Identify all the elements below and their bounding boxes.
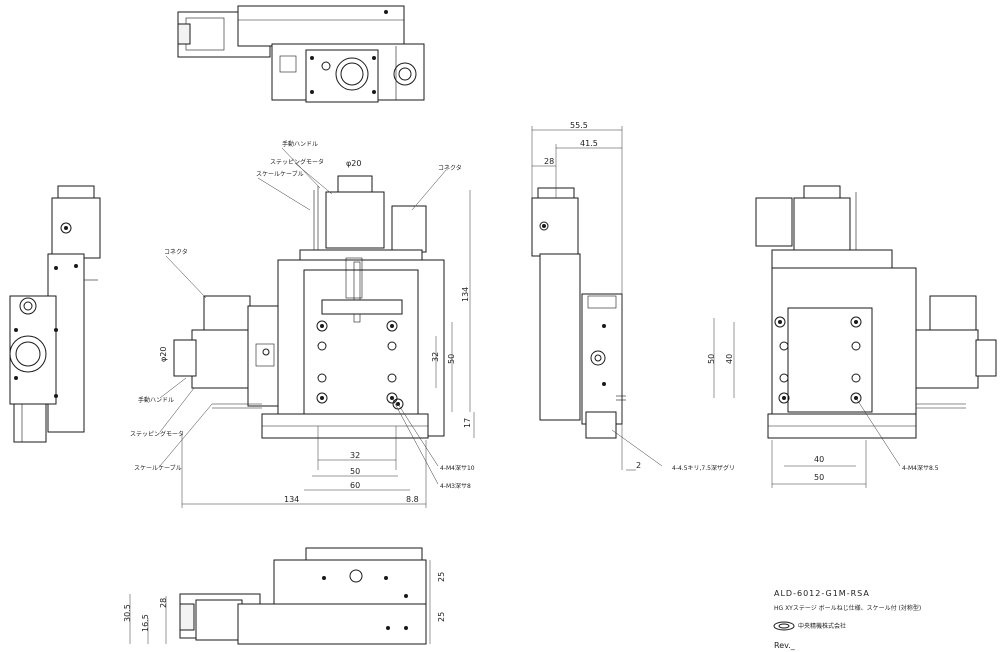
dim-bottom-16-5: 16.5	[141, 614, 150, 632]
dim-back-40-h: 40	[814, 455, 824, 464]
bottom-view	[179, 547, 427, 645]
top-view	[177, 5, 425, 103]
company-logo-icon	[773, 621, 795, 631]
side-view	[531, 187, 626, 439]
dim-bottom-25-b: 25	[437, 612, 446, 622]
revision: Rev._	[774, 641, 796, 650]
label-scale-cable: スケールケーブル	[256, 170, 304, 178]
label-m4-depth10: 4-M4深サ10	[440, 464, 475, 472]
dim-side-41-5: 41.5	[580, 139, 598, 148]
dim-front-phi20: φ20	[346, 159, 361, 168]
dim-side-55-5: 55.5	[570, 121, 588, 130]
label-connector: コネクタ	[438, 164, 462, 172]
dim-side-28: 28	[544, 157, 554, 166]
dim-left-phi20: φ20	[159, 347, 168, 362]
dim-side-2: 2	[636, 461, 641, 470]
label-manual-handle-left: 手動ハンドル	[138, 396, 174, 404]
label-scale-cable-left: スケールケーブル	[134, 464, 182, 472]
title-block: ALD-6012-G1M-RSA HG XYステージ ボールねじ仕様、スケール付…	[773, 589, 921, 650]
front-view	[173, 175, 445, 439]
label-stepping-motor: ステッピングモータ	[270, 158, 324, 166]
drawing-description: HG XYステージ ボールねじ仕様、スケール付 (対称型)	[774, 604, 921, 612]
dim-bottom-28: 28	[159, 598, 168, 608]
drawing-number: ALD-6012-G1M-RSA	[774, 589, 870, 598]
dim-bottom-25-a: 25	[437, 572, 446, 582]
dim-front-60-h: 60	[350, 481, 360, 490]
label-back-m4: 4-M4深サ8.5	[902, 464, 939, 472]
dim-front-32-h: 32	[350, 451, 360, 460]
label-manual-handle: 手動ハンドル	[282, 140, 318, 148]
back-view	[755, 185, 997, 439]
dim-front-17-v: 17	[463, 418, 472, 428]
dim-front-134-v: 134	[461, 287, 470, 302]
dim-back-50-h: 50	[814, 473, 824, 482]
left-view	[9, 185, 101, 443]
dim-front-32-v: 32	[431, 352, 440, 362]
dimension-lines	[129, 126, 867, 644]
dim-front-8-8: 8.8	[406, 495, 419, 504]
label-stepping-motor-left: ステッピングモータ	[130, 430, 184, 438]
dim-back-50-v: 50	[707, 354, 716, 364]
dim-front-134-h: 134	[284, 495, 299, 504]
leader-lines	[159, 147, 901, 485]
dimension-texts: φ20 134 32 50 17 32 50 60 134 8.8 φ20 55…	[123, 121, 824, 632]
dim-front-50-h: 50	[350, 467, 360, 476]
dim-back-40-v: 40	[725, 354, 734, 364]
label-connector-left: コネクタ	[164, 248, 188, 256]
company-name: 中央精機株式会社	[798, 622, 846, 630]
dim-front-50-v: 50	[447, 354, 456, 364]
dim-bottom-30-5: 30.5	[123, 604, 132, 622]
label-m3-depth8: 4-M3深サ8	[440, 482, 471, 490]
label-side-holes: 4-4.5キリ,7.5深ザグリ	[672, 464, 735, 472]
part-labels: 手動ハンドル ステッピングモータ スケールケーブル コネクタ コネクタ 手動ハン…	[130, 140, 939, 490]
